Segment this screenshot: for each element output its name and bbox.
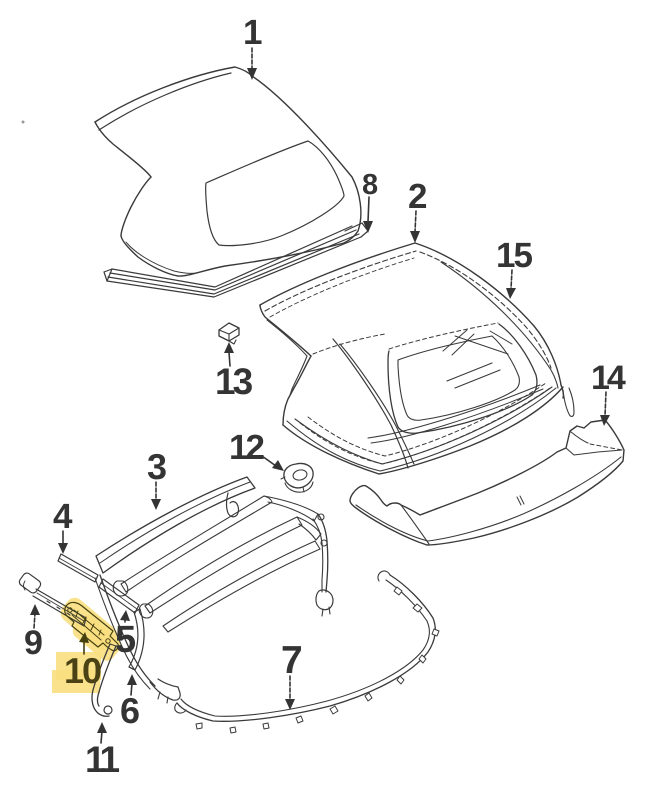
svg-text:6: 6 — [120, 690, 140, 731]
svg-text:12: 12 — [229, 428, 264, 467]
svg-text:9: 9 — [24, 624, 43, 662]
svg-text:3: 3 — [147, 446, 167, 487]
svg-text:11: 11 — [85, 739, 120, 780]
svg-text:1: 1 — [243, 13, 262, 52]
svg-text:15: 15 — [496, 236, 532, 275]
svg-text:10: 10 — [64, 650, 101, 691]
svg-text:4: 4 — [53, 497, 73, 536]
svg-text:5: 5 — [115, 619, 136, 661]
svg-text:8: 8 — [362, 169, 378, 201]
svg-text:14: 14 — [591, 359, 626, 397]
svg-text:2: 2 — [408, 177, 427, 216]
svg-text:7: 7 — [281, 639, 303, 682]
svg-text:13: 13 — [215, 361, 253, 402]
